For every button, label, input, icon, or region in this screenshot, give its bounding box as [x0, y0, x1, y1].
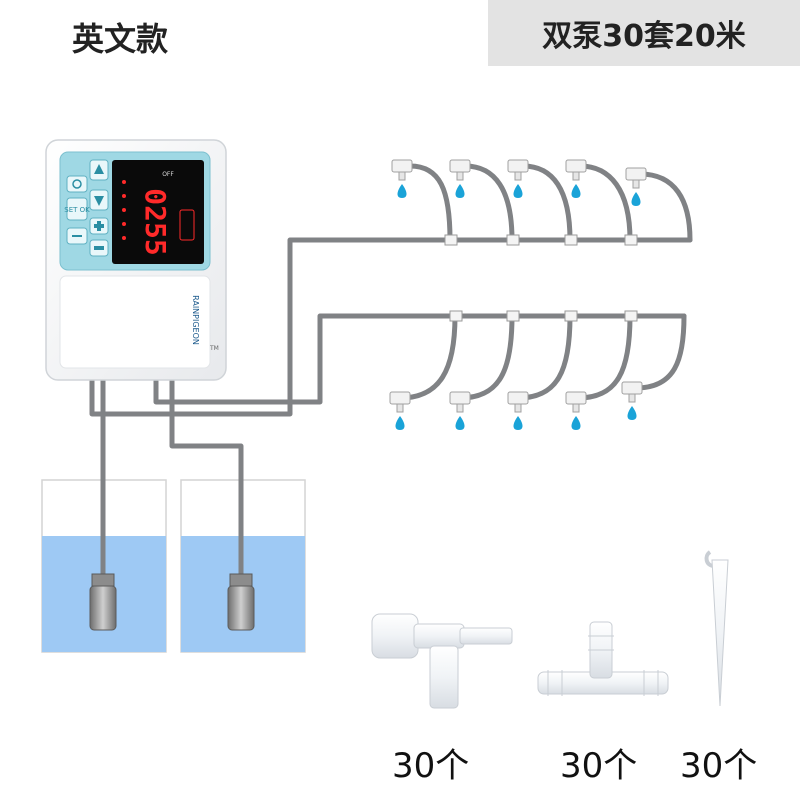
brand-logo: RAINPIGEON [191, 295, 200, 345]
ground-stake-illustration [704, 550, 729, 707]
title-package-label: 双泵30套20米 [488, 0, 800, 66]
dripper-5 [625, 167, 647, 206]
lower-drippers [389, 381, 643, 430]
package-label-text: 双泵30套20米 [542, 19, 746, 54]
filter-left [89, 573, 117, 631]
display-value: 0255 [139, 188, 172, 255]
dripper-2 [449, 159, 471, 198]
dripper-1 [391, 159, 413, 198]
button-glyphs [72, 164, 104, 250]
dripper-4 [565, 159, 587, 198]
dripper-3 [507, 159, 529, 198]
qty-ground-stake: 30个 [680, 746, 758, 786]
dripper-8 [507, 391, 529, 430]
title-english-version: 英文款 [72, 20, 169, 58]
led-display [112, 160, 204, 264]
dripper-7 [449, 391, 471, 430]
upper-drippers [391, 159, 647, 206]
power-button [66, 175, 88, 193]
dripper-9 [565, 391, 587, 430]
trademark: TM [209, 345, 219, 352]
set-button [66, 197, 88, 221]
tee-connector-illustration [537, 621, 669, 696]
qty-tee-connector: 30个 [560, 746, 638, 786]
status-leds [122, 180, 195, 241]
pump-controller: SET OK OFF 0255 RAINPIGEON TM [45, 139, 227, 381]
manifold-tees [444, 234, 638, 322]
off-label: OFF [162, 171, 174, 178]
elbow-connector-illustration [371, 613, 513, 709]
filter-right [227, 573, 255, 631]
dripper-10 [621, 381, 643, 420]
qty-elbow-connector: 30个 [392, 746, 470, 786]
tubing [89, 163, 693, 583]
set-ok-label: SET OK [64, 206, 90, 214]
dripper-6 [389, 391, 411, 430]
